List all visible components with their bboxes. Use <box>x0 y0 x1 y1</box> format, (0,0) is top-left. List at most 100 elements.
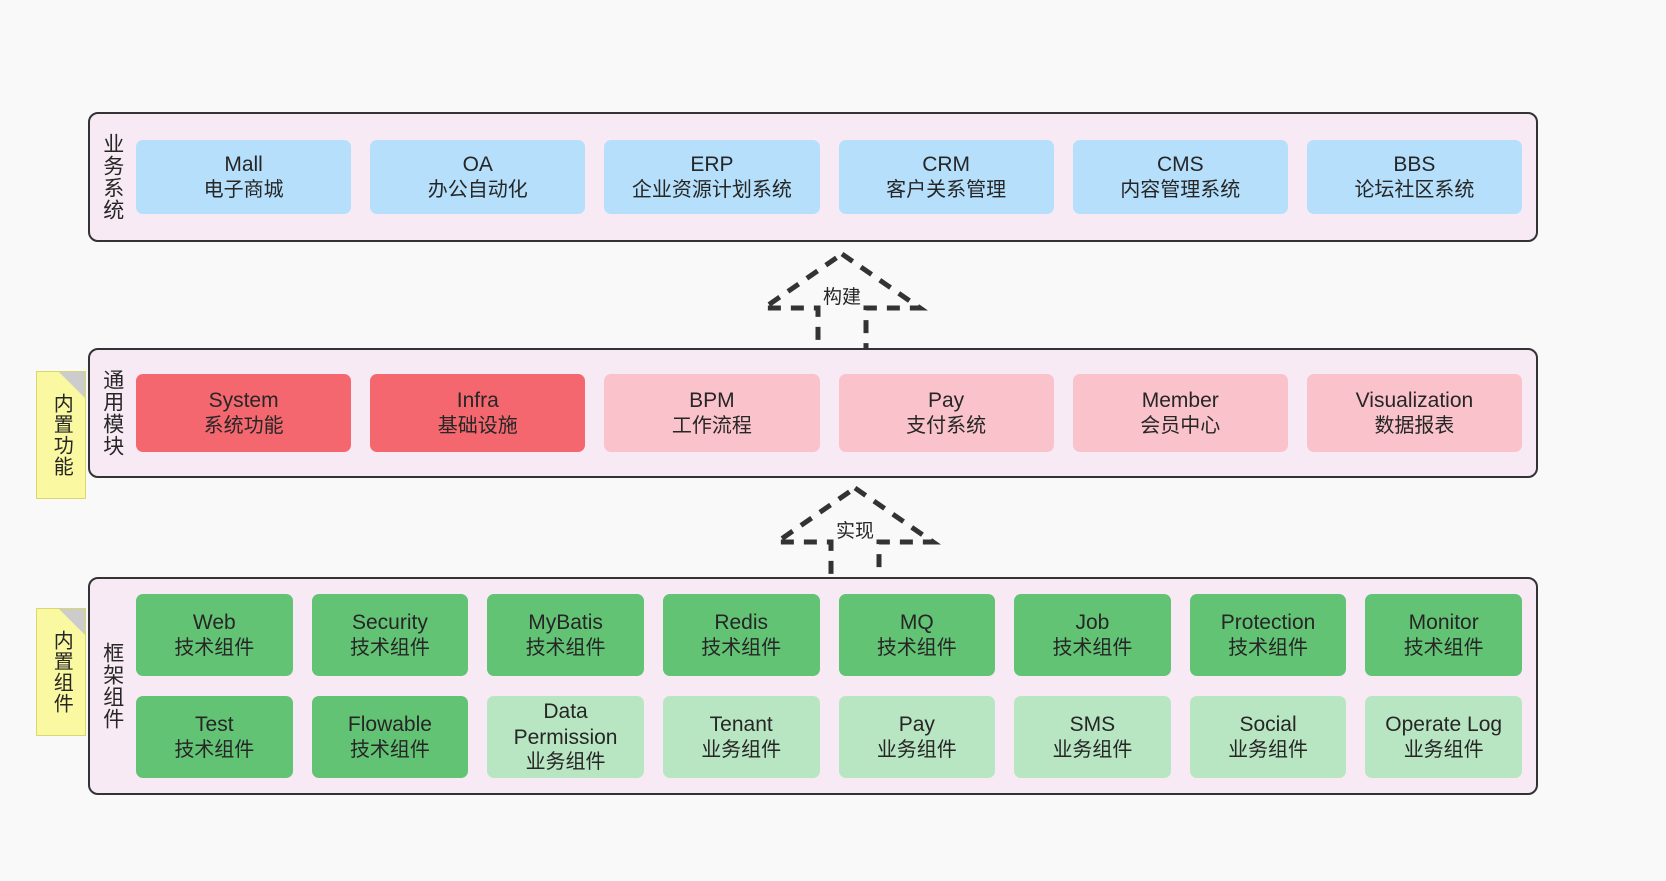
card-subtitle: 业务组件 <box>701 738 782 761</box>
card-subtitle: 办公自动化 <box>427 178 528 201</box>
card-sms[interactable]: SMS 业务组件 <box>1014 696 1171 778</box>
card-bpm[interactable]: BPM 工作流程 <box>604 374 820 452</box>
card-system[interactable]: System 系统功能 <box>136 374 352 452</box>
card-title: Visualization <box>1355 389 1474 412</box>
card-bbs[interactable]: BBS 论坛社区系统 <box>1306 140 1523 214</box>
card-mq[interactable]: MQ 技术组件 <box>838 594 996 676</box>
card-redis[interactable]: Redis 技术组件 <box>662 594 820 676</box>
layer-body-common-module: System 系统功能 Infra 基础设施 BPM 工作流程 Pay 支付系统… <box>134 350 1536 476</box>
arrow-build-label: 构建 <box>822 287 862 308</box>
card-subtitle: 业务组件 <box>525 751 606 774</box>
card-title: Security <box>352 611 428 634</box>
card-title: Redis <box>714 611 769 634</box>
card-title: ERP <box>690 153 734 176</box>
card-subtitle: 技术组件 <box>174 738 255 761</box>
card-subtitle: 技术组件 <box>1228 636 1309 659</box>
arrow-implement-label: 实现 <box>835 521 875 542</box>
card-web[interactable]: Web 技术组件 <box>136 594 293 676</box>
card-tenant[interactable]: Tenant 业务组件 <box>662 696 820 778</box>
card-subtitle: 企业资源计划系统 <box>631 178 792 201</box>
card-pay[interactable]: Pay 支付系统 <box>838 374 1054 452</box>
card-protection[interactable]: Protection 技术组件 <box>1189 594 1347 676</box>
arrow-build: 构建 <box>742 248 942 356</box>
card-subtitle: 基础设施 <box>437 414 518 437</box>
card-title: Social <box>1239 713 1297 736</box>
card-title: Job <box>1075 611 1110 634</box>
card-title: Test <box>195 713 234 736</box>
note-builtin-feature: 内置功能 <box>36 371 86 499</box>
card-job[interactable]: Job 技术组件 <box>1014 594 1171 676</box>
card-subtitle: 技术组件 <box>1052 636 1133 659</box>
note-label: 内置组件 <box>50 630 73 714</box>
card-title: Operate Log <box>1385 713 1503 736</box>
card-row: Test 技术组件 Flowable 技术组件 Data Permission … <box>136 696 1522 778</box>
card-subtitle: 技术组件 <box>174 636 255 659</box>
card-title: CMS <box>1156 153 1204 176</box>
card-subtitle: 业务组件 <box>876 738 957 761</box>
card-title: OA <box>462 153 493 176</box>
card-erp[interactable]: ERP 企业资源计划系统 <box>604 140 820 214</box>
card-title: BBS <box>1393 153 1436 176</box>
card-subtitle: 电子商城 <box>203 178 284 201</box>
card-title: Tenant <box>709 713 773 736</box>
card-mall[interactable]: Mall 电子商城 <box>136 140 352 214</box>
layer-body-framework-component: Web 技术组件 Security 技术组件 MyBatis 技术组件 Redi… <box>134 579 1536 793</box>
card-subtitle: 技术组件 <box>525 636 606 659</box>
layer-common-module: 通用模块 System 系统功能 Infra 基础设施 BPM 工作流程 Pay… <box>88 348 1538 478</box>
card-subtitle: 客户关系管理 <box>886 178 1007 201</box>
card-subtitle: 工作流程 <box>671 414 752 437</box>
layer-business-system: 业务系统 Mall 电子商城 OA 办公自动化 ERP 企业资源计划系统 CRM… <box>88 112 1538 242</box>
card-subtitle: 业务组件 <box>1228 738 1309 761</box>
arrow-implement: 实现 <box>755 482 955 590</box>
card-subtitle: 支付系统 <box>906 414 987 437</box>
note-builtin-component: 内置组件 <box>36 608 86 736</box>
card-cms[interactable]: CMS 内容管理系统 <box>1072 140 1288 214</box>
card-pay-business[interactable]: Pay 业务组件 <box>838 696 996 778</box>
card-title: Protection <box>1220 611 1316 634</box>
card-subtitle: 技术组件 <box>876 636 957 659</box>
layer-body-business-system: Mall 电子商城 OA 办公自动化 ERP 企业资源计划系统 CRM 客户关系… <box>134 114 1536 240</box>
note-fold-corner-icon <box>59 609 85 635</box>
card-monitor[interactable]: Monitor 技术组件 <box>1365 594 1522 676</box>
card-oa[interactable]: OA 办公自动化 <box>370 140 586 214</box>
card-title: MyBatis <box>528 611 603 634</box>
card-row: Mall 电子商城 OA 办公自动化 ERP 企业资源计划系统 CRM 客户关系… <box>136 140 1523 214</box>
card-visualization[interactable]: Visualization 数据报表 <box>1306 374 1523 452</box>
card-subtitle: 论坛社区系统 <box>1354 178 1475 201</box>
card-subtitle: 内容管理系统 <box>1120 178 1241 201</box>
card-security[interactable]: Security 技术组件 <box>311 594 469 676</box>
card-title: Infra <box>456 389 499 412</box>
card-subtitle: 技术组件 <box>349 738 430 761</box>
note-label: 内置功能 <box>50 393 73 477</box>
card-mybatis[interactable]: MyBatis 技术组件 <box>487 594 644 676</box>
card-subtitle: 数据报表 <box>1374 414 1455 437</box>
card-subtitle: 技术组件 <box>701 636 782 659</box>
card-infra[interactable]: Infra 基础设施 <box>370 374 586 452</box>
layer-framework-component: 框架组件 Web 技术组件 Security 技术组件 MyBatis 技术组件… <box>88 577 1538 795</box>
card-subtitle: 系统功能 <box>203 414 284 437</box>
card-title: CRM <box>922 153 971 176</box>
card-subtitle: 技术组件 <box>1403 636 1484 659</box>
card-subtitle: 技术组件 <box>349 636 430 659</box>
card-title: MQ <box>899 611 934 634</box>
card-data-permission[interactable]: Data Permission 业务组件 <box>487 696 644 778</box>
note-fold-corner-icon <box>59 372 85 398</box>
card-member[interactable]: Member 会员中心 <box>1072 374 1288 452</box>
card-social[interactable]: Social 业务组件 <box>1189 696 1347 778</box>
card-subtitle: 业务组件 <box>1403 738 1484 761</box>
card-test[interactable]: Test 技术组件 <box>136 696 293 778</box>
card-title: Web <box>192 611 236 634</box>
card-crm[interactable]: CRM 客户关系管理 <box>838 140 1054 214</box>
card-operate-log[interactable]: Operate Log 业务组件 <box>1365 696 1522 778</box>
card-flowable[interactable]: Flowable 技术组件 <box>311 696 469 778</box>
card-title: SMS <box>1069 713 1116 736</box>
card-title: BPM <box>689 389 735 412</box>
card-title: Mall <box>224 153 263 176</box>
card-subtitle: 业务组件 <box>1052 738 1133 761</box>
card-title: Monitor <box>1408 611 1479 634</box>
card-title: Pay <box>898 713 935 736</box>
card-title: Flowable <box>347 713 432 736</box>
card-row: Web 技术组件 Security 技术组件 MyBatis 技术组件 Redi… <box>136 594 1522 676</box>
card-title: Member <box>1141 389 1219 412</box>
